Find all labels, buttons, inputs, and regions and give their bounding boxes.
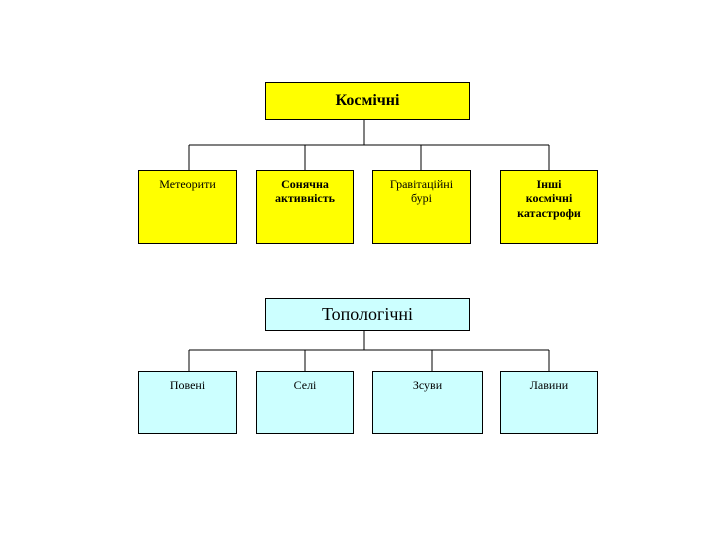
cosmic-child-label: Сонячна активність bbox=[274, 177, 336, 206]
cosmic-header-label: Космічні bbox=[335, 92, 400, 110]
cosmic-child-box: Метеорити bbox=[138, 170, 237, 244]
topology-child-label: Зсуви bbox=[412, 378, 443, 392]
topology-header-box: Топологічні bbox=[265, 298, 470, 331]
topology-child-box: Повені bbox=[138, 371, 237, 434]
topology-child-label: Повені bbox=[169, 378, 206, 392]
cosmic-child-box: Сонячна активність bbox=[256, 170, 354, 244]
cosmic-child-label: Інші космічні катастрофи bbox=[517, 177, 581, 220]
cosmic-child-label: Метеорити bbox=[159, 177, 216, 191]
cosmic-child-box: Інші космічні катастрофи bbox=[500, 170, 598, 244]
topology-child-label: Селі bbox=[293, 378, 317, 392]
topology-header-label: Топологічні bbox=[321, 303, 414, 324]
topology-child-box: Лавини bbox=[500, 371, 598, 434]
topology-child-label: Лавини bbox=[529, 378, 569, 392]
cosmic-child-box: Гравітаційні бурі bbox=[372, 170, 471, 244]
cosmic-header-box: Космічні bbox=[265, 82, 470, 120]
topology-child-box: Селі bbox=[256, 371, 354, 434]
topology-child-box: Зсуви bbox=[372, 371, 483, 434]
cosmic-child-label: Гравітаційні бурі bbox=[389, 177, 454, 206]
